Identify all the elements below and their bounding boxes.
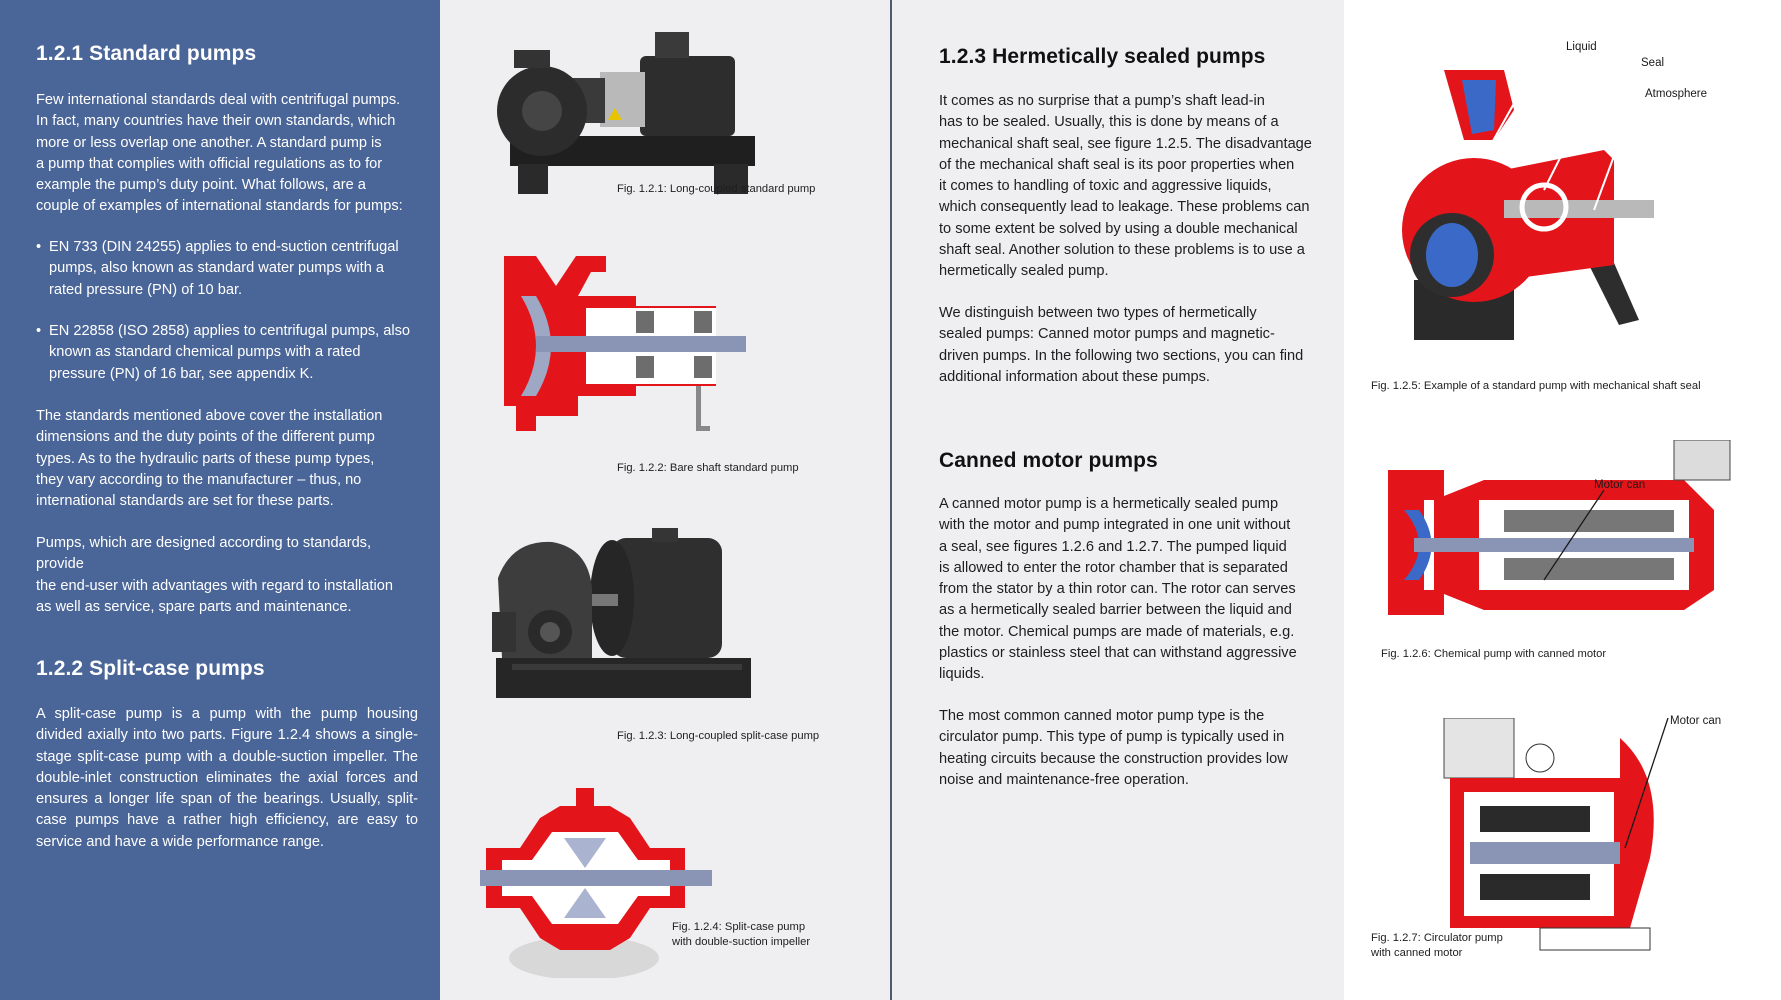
section-heading-hermetically-sealed: 1.2.3 Hermetically sealed pumps [939,45,1266,68]
fig-1-2-3-caption: Fig. 1.2.3: Long-coupled split-case pump [617,730,820,742]
long-coupled-standard-pump-figure [497,32,755,194]
text-line: We distinguish between two types of herm… [939,305,1257,321]
text-line: pressure (PN) of 16 bar, see appendix K. [49,365,314,382]
text-line: of the mechanical shaft seal is its poor… [939,156,1295,173]
long-coupled-split-case-pump-figure [492,528,751,698]
fig-1-2-2-caption: Fig. 1.2.2: Bare shaft standard pump [617,462,799,474]
text-line: plastics or stainless steel that can wit… [939,645,1297,662]
text-line: EN 733 (DIN 24255) applies to end-suctio… [49,239,399,255]
right-figures-column: Liquid Seal Atmosphere Fig. 1.2.5: Examp… [1344,0,1781,1000]
column-divider [890,0,892,1000]
canned-paragraph-2: The most common canned motor pump type i… [939,706,1319,791]
bullet-icon: • [36,239,42,255]
text-line: international standards are set for thes… [36,493,334,510]
text-line: a pump that complies with official regul… [36,155,383,172]
text-line: is allowed to enter the rotor chamber th… [939,559,1288,576]
text-line: liquids. [939,666,985,683]
text-line: more or less overlap one another. A stan… [36,134,382,151]
fig-1-2-5-caption: Fig. 1.2.5: Example of a standard pump w… [1371,380,1701,392]
text-line: pumps, also known as standard water pump… [49,260,385,277]
mechanical-shaft-seal-pump-figure [1402,50,1654,340]
text-line: A canned motor pump is a hermetically se… [939,496,1279,512]
text-line: EN 22858 (ISO 2858) applies to centrifug… [49,323,410,339]
hermetic-paragraph-1: It comes as no surprise that a pump’s sh… [939,91,1319,283]
text-line: which consequently lead to leakage. Thes… [939,199,1310,216]
text-line: additional information about these pumps… [939,368,1210,385]
text-line: The most common canned motor pump type i… [939,708,1265,724]
text-line: It comes as no surprise that a pump’s sh… [939,93,1265,109]
text-line: sealed pumps: Canned motor pumps and mag… [939,326,1275,343]
callout-motor-can-fig6: Motor can [1594,479,1646,491]
caption-line: with double-suction impeller [672,935,811,948]
text-line: example the pump’s duty point. What foll… [36,177,366,194]
callout-atmosphere: Atmosphere [1645,88,1708,100]
text-line: types. As to the hydraulic parts of thes… [36,450,375,467]
text-line: shaft seal. Another solution to these pr… [939,242,1305,259]
standard-bullet-2: • EN 22858 (ISO 2858) applies to centrif… [36,321,418,385]
bare-shaft-standard-pump-figure [504,256,746,431]
text-line: dimensions and the duty points of the di… [36,429,375,446]
text-line: with the motor and pump integrated in on… [939,517,1291,534]
section-heading-split-case-pumps: 1.2.2 Split-case pumps [36,657,265,680]
left-text-column: 1.2.1 Standard pumps Few international s… [0,0,440,1000]
text-line: The standards mentioned above cover the … [36,408,383,424]
text-line: as well as service, spare parts and main… [36,598,352,615]
text-line: the end-user with advantages with regard… [36,577,393,594]
standard-bullet-1: • EN 733 (DIN 24255) applies to end-suct… [36,237,418,301]
text-line: circulator pump. This type of pump is ty… [939,729,1285,746]
standard-pumps-paragraph-2: The standards mentioned above cover the … [36,406,418,512]
caption-line: with canned motor [1371,946,1463,959]
text-line: to some extent be solved by using a doub… [939,220,1298,237]
text-line: from the stator by a thin rotor can. The… [939,581,1296,598]
split-case-paragraph: A split-case pump is a pump with the pum… [36,706,418,850]
circulator-canned-motor-pump-figure [1443,718,1669,951]
fig-1-2-6-caption: Fig. 1.2.6: Chemical pump with canned mo… [1381,648,1607,660]
callout-liquid: Liquid [1566,41,1597,53]
callout-seal: Seal [1641,57,1665,69]
text-line: they vary according to the manufacturer … [36,471,362,488]
bullet-icon: • [36,323,42,339]
standard-pumps-paragraph-1: Few international standards deal with ce… [36,90,418,218]
fig-1-2-7-caption: Fig. 1.2.7: Circulator pump with canned … [1371,931,1503,960]
hermetic-paragraph-2: We distinguish between two types of herm… [939,303,1319,388]
text-line: hermetically sealed pump. [939,263,1109,280]
text-line: it comes to handling of toxic and aggres… [939,178,1272,195]
section-heading-standard-pumps: 1.2.1 Standard pumps [36,42,257,65]
right-text-column: 1.2.3 Hermetically sealed pumps It comes… [892,0,1344,1000]
text-line: a seal, see figures 1.2.6 and 1.2.7. The… [939,538,1287,555]
caption-line: Fig. 1.2.4: Split-case pump [672,921,806,933]
text-line: rated pressure (PN) of 10 bar. [49,281,243,298]
text-line: heating circuits because the constructio… [939,750,1288,767]
callout-motor-can-fig7: Motor can [1670,715,1722,727]
text-line: as a hermetically sealed barrier between… [939,602,1292,619]
text-line: has to be sealed. Usually, this is done … [939,114,1279,131]
standard-pumps-paragraph-3: Pumps, which are designed according to s… [36,533,418,618]
section-heading-canned-motor-pumps: Canned motor pumps [939,449,1158,472]
text-line: known as standard chemical pumps with a … [49,344,361,361]
fig-1-2-4-caption: Fig. 1.2.4: Split-case pump with double-… [672,920,810,949]
text-line: In fact, many countries have their own s… [36,113,396,130]
text-line: mechanical shaft seal, see figure 1.2.5.… [939,135,1312,152]
fig-1-2-1-caption: Fig. 1.2.1: Long-coupled standard pump [617,183,816,195]
left-figures-column: Fig. 1.2.1: Long-coupled standard pump F… [440,0,890,1000]
canned-paragraph-1: A canned motor pump is a hermetically se… [939,494,1319,686]
split-case-double-suction-figure [480,788,712,978]
text-line: Few international standards deal with ce… [36,92,401,108]
text-line: the motor. Chemical pumps are made of ma… [939,623,1295,640]
chemical-canned-motor-pump-figure [1388,440,1731,615]
text-line: Pumps, which are designed according to s… [36,535,372,573]
text-line: driven pumps. In the following two secti… [939,347,1304,364]
caption-line: Fig. 1.2.7: Circulator pump [1371,932,1503,944]
text-line: couple of examples of international stan… [36,198,403,215]
text-line: noise and maintenance-free operation. [939,771,1189,788]
